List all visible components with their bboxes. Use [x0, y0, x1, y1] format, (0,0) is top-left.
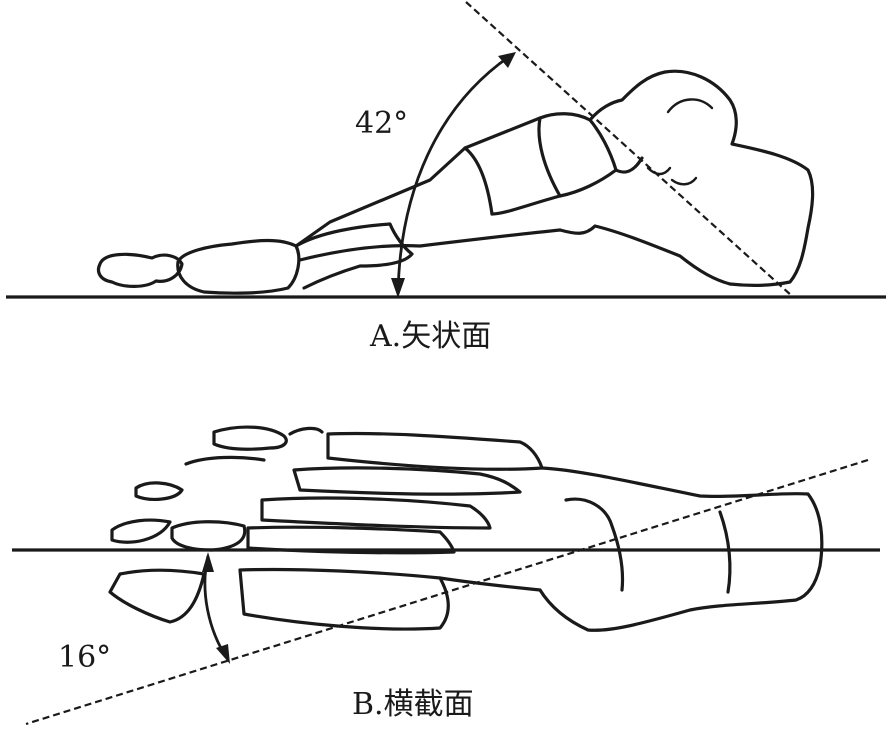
transverse-foot-axis-line	[25, 458, 869, 726]
sagittal-caption: A.矢状面	[369, 319, 491, 354]
sagittal-angle-indicator	[391, 52, 516, 298]
sagittal-tarsal-axis-line	[465, 1, 793, 297]
transverse-angle-label: 16°	[58, 640, 111, 675]
sagittal-angle-label: 42°	[355, 106, 408, 141]
sagittal-panel: 42° A.矢状面	[6, 1, 886, 354]
transverse-foot-drawing	[108, 425, 824, 632]
transverse-caption: B.横截面	[352, 687, 474, 722]
sagittal-foot-drawing	[96, 69, 815, 295]
transverse-panel: 16° B.横截面	[12, 425, 880, 726]
transverse-angle-indicator	[202, 552, 230, 664]
